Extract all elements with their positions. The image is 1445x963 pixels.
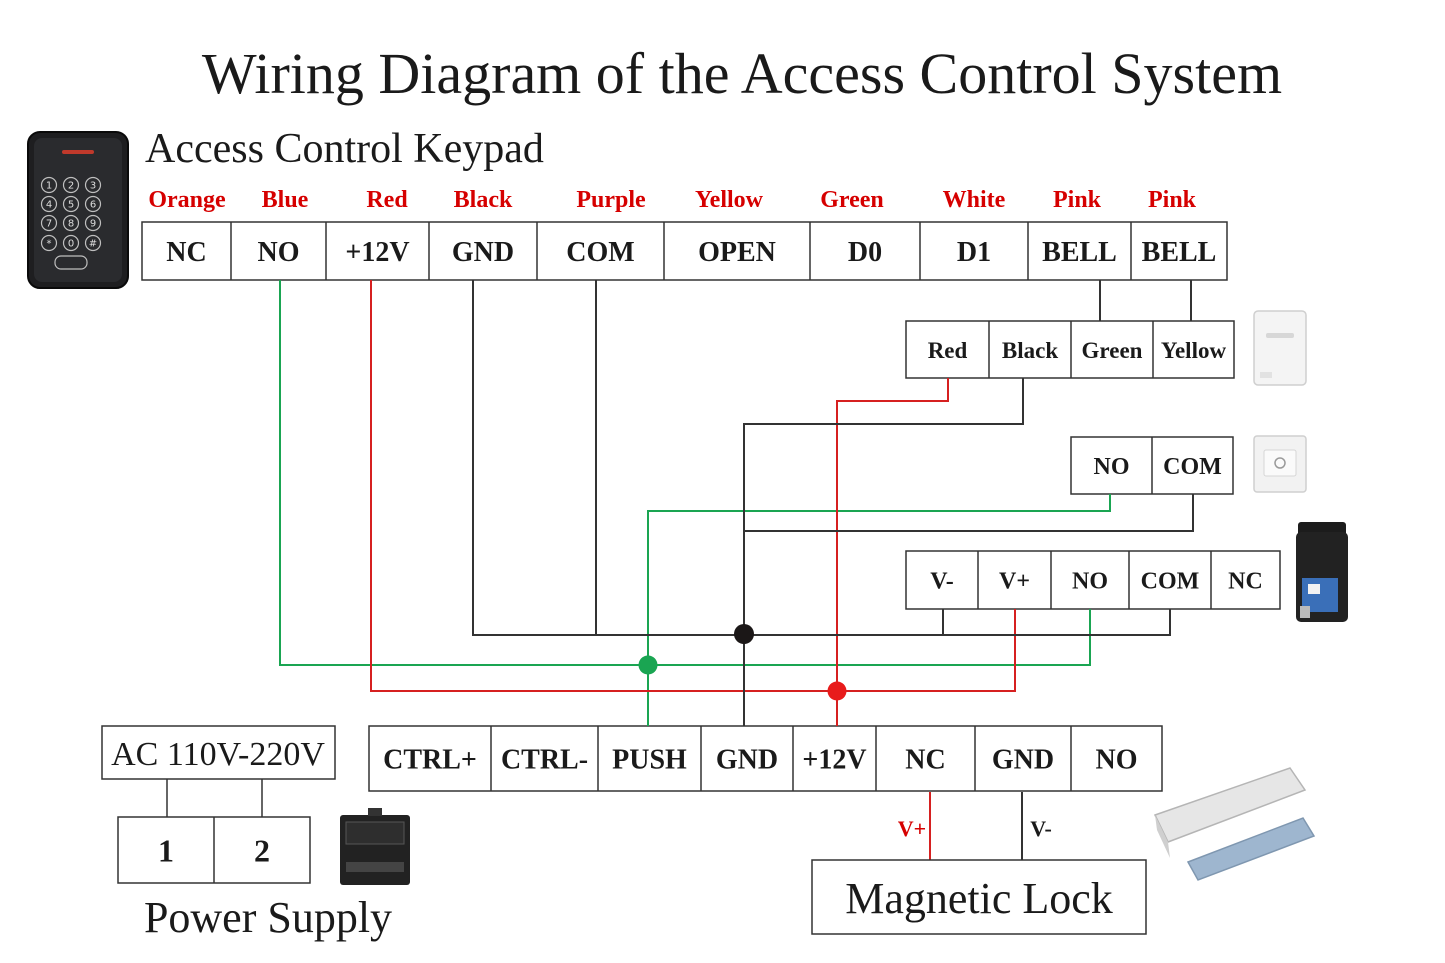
keypad-frame — [141, 221, 1228, 281]
keypad-key: # — [89, 239, 97, 250]
wire-color-label: Red — [366, 187, 408, 213]
wire-color-label: Purple — [576, 187, 646, 213]
magnetic-lock-box: Magnetic Lock — [811, 859, 1147, 935]
keypad-keys: 1 2 3 4 5 6 7 8 9 * 0 # — [40, 176, 102, 270]
doorbell-terminal: Green — [1082, 338, 1143, 363]
keypad-key: 5 — [68, 200, 74, 211]
keypad-key: 8 — [68, 219, 74, 230]
keypad-terminal: COM — [566, 237, 634, 268]
relay-terminal: NC — [1228, 569, 1263, 595]
keypad-terminal: +12V — [345, 237, 409, 268]
power-supply-terminal: 2 — [254, 833, 270, 869]
wire-color-label: Pink — [1053, 187, 1102, 213]
relay-device-image — [1296, 522, 1348, 622]
doorbell-terminal: Red — [928, 338, 968, 363]
keypad-terminal: D1 — [957, 237, 991, 268]
keypad-key: 7 — [46, 219, 52, 230]
controller-terminal: GND — [992, 745, 1054, 776]
wire — [370, 280, 1016, 692]
power-input-box: AC 110V-220V — [101, 725, 336, 780]
controller-terminal: GND — [716, 745, 778, 776]
wire — [647, 494, 1111, 726]
keypad-terminal: D0 — [848, 237, 882, 268]
wire — [279, 280, 1091, 666]
wire-color-label: Pink — [1148, 187, 1197, 213]
magnetic-lock-label: Magnetic Lock — [845, 874, 1113, 923]
keypad-terminal: OPEN — [698, 237, 776, 268]
keypad-title: Access Control Keypad — [145, 126, 544, 172]
keypad-key: 4 — [46, 200, 52, 211]
keypad-terminal: BELL — [1042, 237, 1117, 268]
lock-vminus-label: V- — [1030, 816, 1052, 841]
doorbell-terminal-strip: Red Black Green Yellow — [905, 320, 1235, 379]
wires — [279, 280, 1194, 726]
wire-color-label: Yellow — [695, 187, 764, 213]
keypad-device-image: 1 2 3 4 5 6 7 8 9 * 0 # — [27, 131, 129, 289]
relay-frame — [905, 550, 1281, 610]
controller-frame — [368, 725, 1163, 792]
controller-terminal: NO — [1096, 745, 1138, 776]
doorbell-terminal: Yellow — [1161, 338, 1227, 363]
doorbell-device-image — [1253, 310, 1307, 386]
keypad-key: 3 — [90, 181, 96, 192]
controller-terminal: NC — [905, 745, 945, 776]
controller-terminal: CTRL+ — [383, 745, 477, 776]
keypad-key: 0 — [68, 239, 74, 250]
keypad-key: 1 — [46, 181, 52, 192]
exit-button-terminal: COM — [1163, 454, 1222, 480]
power-supply-label: Power Supply — [144, 893, 392, 942]
wire — [472, 280, 944, 636]
relay-terminal: NO — [1072, 569, 1108, 595]
wire-color-label: Green — [820, 187, 884, 213]
keypad-terminal: BELL — [1142, 237, 1217, 268]
controller-terminal: CTRL- — [501, 745, 588, 776]
controller-terminal: PUSH — [612, 745, 687, 776]
red-junction — [827, 681, 847, 701]
lock-vplus-label: V+ — [898, 816, 926, 841]
keypad-key: 9 — [90, 219, 96, 230]
exit-button-terminal-strip: NO COM — [1070, 436, 1234, 495]
relay-terminal: COM — [1141, 569, 1200, 595]
green-junction — [638, 655, 658, 675]
keypad-key: 2 — [68, 181, 74, 192]
wire-color-label: Orange — [148, 187, 226, 213]
power-supply-device-image — [340, 808, 410, 885]
relay-terminal: V+ — [999, 569, 1030, 595]
keypad-wire-colors: Orange Blue Red Black Purple Yellow Green White… — [148, 187, 1196, 213]
doorbell-frame — [905, 320, 1235, 379]
controller-terminal: +12V — [802, 745, 866, 776]
wire — [743, 378, 1024, 726]
keypad-key: * — [47, 239, 52, 250]
doorbell-terminal: Black — [1002, 338, 1058, 363]
junctions — [638, 624, 847, 701]
wire-color-label: Black — [454, 187, 513, 213]
page-title: Wiring Diagram of the Access Control Sys… — [202, 41, 1282, 106]
keypad-terminal: NO — [258, 237, 300, 268]
keypad-terminal: GND — [452, 237, 514, 268]
power-input-label: AC 110V-220V — [111, 736, 325, 773]
keypad-terminal: NC — [166, 237, 206, 268]
wire — [744, 494, 1194, 532]
wire — [943, 609, 1171, 636]
wire-color-label: Blue — [262, 187, 309, 213]
power-supply-terminal: 1 — [158, 833, 174, 869]
wire-color-label: White — [943, 187, 1006, 213]
gnd-junction — [734, 624, 754, 644]
wire — [836, 378, 949, 726]
keypad-key: 6 — [90, 200, 96, 211]
magnetic-lock-device-image — [1153, 767, 1316, 881]
relay-terminal-strip: V- V+ NO COM NC — [905, 550, 1281, 610]
exit-button-terminal: NO — [1094, 454, 1130, 480]
keypad-terminal-strip: NC NO +12V GND COM OPEN D0 D1 BELL BELL — [141, 221, 1228, 281]
exit-button-device-image — [1253, 435, 1307, 493]
controller-terminal-strip: CTRL+ CTRL- PUSH GND +12V NC GND NO — [368, 725, 1163, 792]
relay-terminal: V- — [930, 569, 954, 595]
